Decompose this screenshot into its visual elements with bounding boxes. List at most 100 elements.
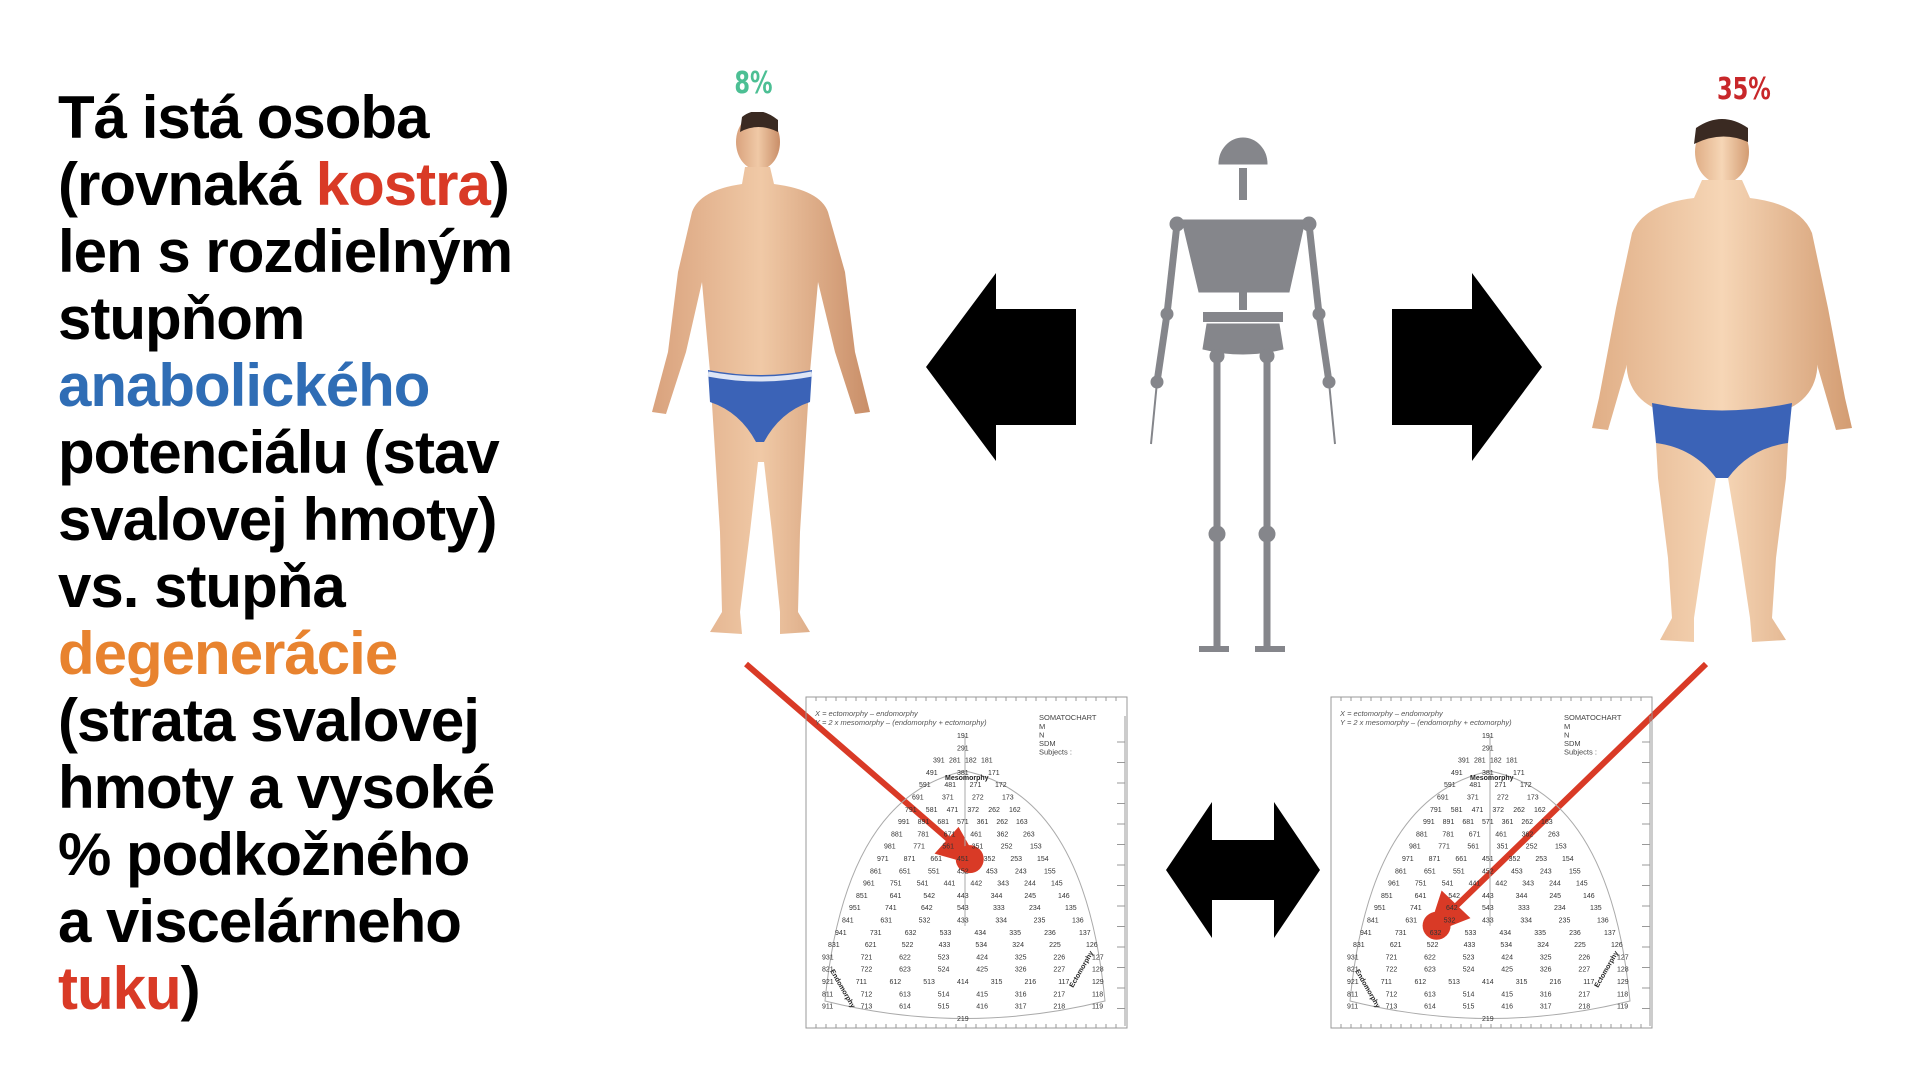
somatotype-number: 117 [1583, 979, 1594, 986]
somatotype-number: 671 [1469, 831, 1481, 838]
somatotype-number: 451 [1482, 856, 1494, 863]
somatotype-number: 921 [822, 979, 834, 986]
somatotype-number: 461 [970, 831, 982, 838]
somatotype-number: 371 [942, 795, 954, 802]
somatotype-number: 981 [1409, 844, 1421, 851]
somatotype-number: 324 [1537, 942, 1549, 949]
somatotype-number: 941 [1360, 930, 1372, 937]
somatotype-number: 951 [849, 905, 861, 912]
somatotype-number: 642 [921, 905, 933, 912]
somatotype-number: 791 [905, 807, 917, 814]
somatotype-number: 172 [995, 782, 1007, 789]
somatotype-number: 173 [1002, 795, 1014, 802]
somatotype-number: 415 [976, 991, 988, 998]
somatotype-number: 641 [1415, 893, 1427, 900]
somatotype-number: 881 [1416, 831, 1428, 838]
somatotype-number: 981 [884, 844, 896, 851]
somatotype-number: 135 [1065, 905, 1077, 912]
somatotype-number: 681 [1462, 819, 1474, 826]
somatotype-number: 325 [1015, 954, 1027, 961]
somatotype-number: 741 [885, 905, 897, 912]
mesomorphy-label: Mesomorphy [945, 775, 989, 782]
somatotype-number: 315 [991, 979, 1003, 986]
somatotype-number: 117 [1058, 979, 1069, 986]
somatotype-number: 119 [1617, 1004, 1628, 1011]
somatotype-number: 712 [861, 991, 873, 998]
somatotype-number: 372 [1492, 807, 1504, 814]
somatotype-number: 542 [923, 893, 935, 900]
somatotype-number: 571 [1482, 819, 1494, 826]
somatotype-number: 227 [1053, 967, 1065, 974]
somatotype-number: 234 [1029, 905, 1041, 912]
somatotype-number: 443 [1482, 893, 1494, 900]
somatotype-number: 119 [1092, 1004, 1103, 1011]
line: Tá istá osoba [58, 84, 429, 151]
somatotype-number: 543 [1482, 905, 1494, 912]
somatotype-number: 722 [1386, 967, 1398, 974]
somatotype-number: 841 [1367, 918, 1379, 925]
somatotype-number: 532 [1444, 918, 1456, 925]
somatotype-number: 253 [1010, 856, 1022, 863]
somatotype-number: 452 [1482, 868, 1494, 875]
somatotype-number: 613 [1424, 991, 1436, 998]
obese-man-figure [1592, 119, 1852, 642]
somatotype-number: 442 [970, 881, 982, 888]
somatotype-number: 135 [1590, 905, 1602, 912]
somatotype-number: 821 [1347, 967, 1359, 974]
somatotype-number: 871 [904, 856, 916, 863]
somatotype-number: 691 [1437, 795, 1449, 802]
somatotype-number: 591 [919, 782, 931, 789]
somatotype-number: 291 [957, 745, 969, 752]
somatotype-number: 316 [1540, 991, 1552, 998]
somatotype-number: 155 [1044, 868, 1056, 875]
formula-y: Y = 2 x mesomorphy – (endomorphy + ectom… [1340, 718, 1512, 727]
somatotype-number: 225 [1574, 942, 1586, 949]
somatotype-number: 831 [828, 942, 840, 949]
somatotype-number: 721 [1386, 954, 1398, 961]
somatotype-number: 811 [1347, 991, 1358, 998]
somatotype-number: 571 [957, 819, 969, 826]
somatotype-number: 361 [1502, 819, 1514, 826]
somatotype-number: 642 [1446, 905, 1458, 912]
somatotype-number: 129 [1092, 979, 1104, 986]
somatotype-number: 771 [1438, 844, 1450, 851]
somatotype-number: 361 [977, 819, 989, 826]
somatotype-number: 581 [926, 807, 938, 814]
somatotype-number: 326 [1015, 967, 1027, 974]
somatotype-number: 253 [1535, 856, 1547, 863]
somatotype-number: 523 [1463, 954, 1475, 961]
somatotype-number: 271 [970, 782, 982, 789]
highlight-tuku: tuku [58, 955, 182, 1022]
somatotype-number: 234 [1554, 905, 1566, 912]
somatotype-number: 631 [1405, 918, 1417, 925]
somatotype-number: 424 [1501, 954, 1513, 961]
somatotype-number: 372 [967, 807, 979, 814]
somatotype-number: 235 [1559, 918, 1571, 925]
somatotype-number: 621 [1390, 942, 1402, 949]
somatotype-number: 712 [1386, 991, 1398, 998]
somatotype-number: 335 [1534, 930, 1546, 937]
somatotype-number: 362 [1522, 831, 1534, 838]
somatochart-obese: +16+14+12+10+8+6+4+20-2-4-6-8-10X = ecto… [1330, 696, 1668, 1029]
line: vs. stupňa [58, 553, 346, 620]
arrow-right-icon [1392, 273, 1542, 461]
line: stupňom [58, 285, 305, 352]
text: ) [489, 151, 510, 218]
somatotype-number: 691 [912, 795, 924, 802]
somatotype-number: 227 [1578, 967, 1590, 974]
somatotype-number: 136 [1597, 918, 1609, 925]
somatotype-number: 351 [1497, 844, 1509, 851]
somatotype-number: 534 [1500, 942, 1512, 949]
somatotype-number: 433 [1464, 942, 1476, 949]
line: (strata svalovej [58, 687, 480, 754]
somatotype-number: 491 [926, 770, 938, 777]
somatotype-number: 216 [1550, 979, 1562, 986]
somatotype-number: 415 [1501, 991, 1513, 998]
somatotype-number: 262 [1521, 819, 1533, 826]
somatotype-number: 173 [1527, 795, 1539, 802]
somatotype-number: 911 [822, 1004, 833, 1011]
somatotype-number: 154 [1562, 856, 1574, 863]
somatotype-number: 219 [1482, 1016, 1494, 1023]
somatotype-number: 325 [1540, 954, 1552, 961]
somatotype-number: 291 [1482, 745, 1494, 752]
